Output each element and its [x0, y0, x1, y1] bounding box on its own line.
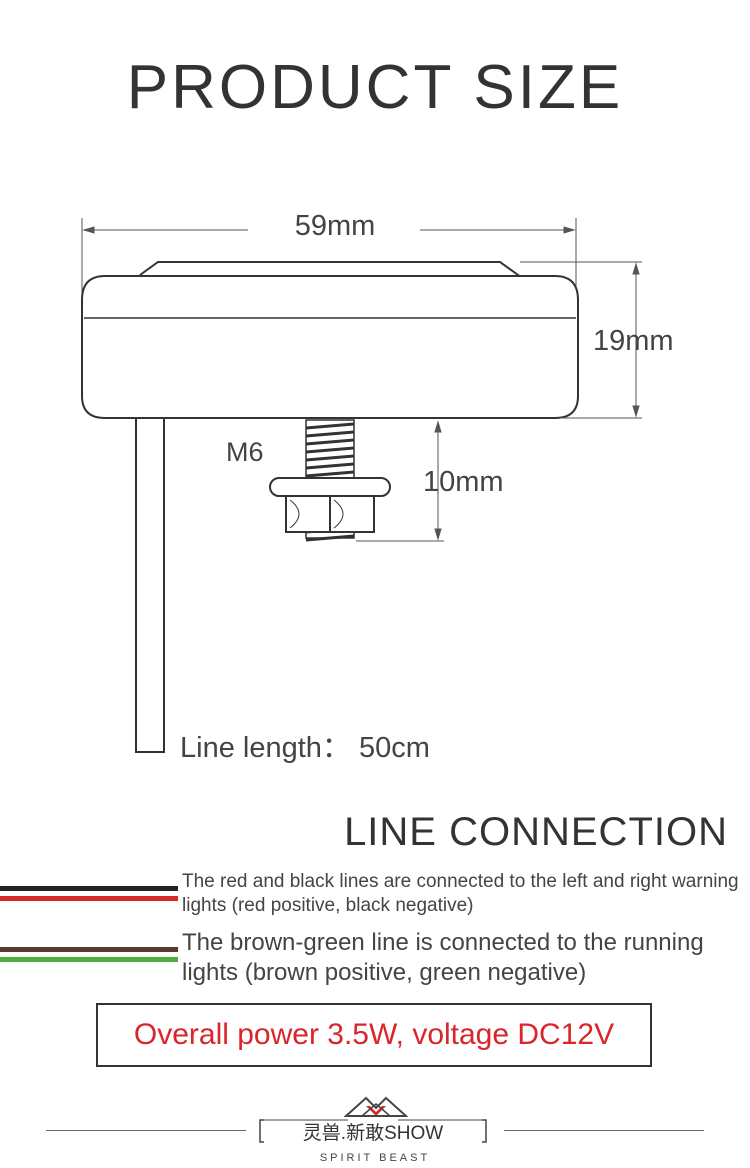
- page-title: PRODUCT SIZE: [126, 53, 624, 122]
- footer-brand: 灵兽.新敢SHOW: [302, 1122, 444, 1144]
- bolt-dimension: [356, 420, 444, 542]
- product-dimension-diagram: [81, 218, 642, 753]
- brand-logo-icon: [344, 1096, 408, 1117]
- height-dimension: [520, 261, 642, 419]
- green-wire: [0, 957, 178, 962]
- power-spec-box: Overall power 3.5W, voltage DC12V: [96, 1003, 652, 1067]
- cable: [135, 417, 165, 753]
- brown-wire: [0, 947, 178, 952]
- footer-left-line: [46, 1130, 246, 1131]
- footer-box-frame: [259, 1119, 487, 1143]
- nut: [269, 477, 391, 533]
- lamp-body: [81, 261, 579, 419]
- section-title: LINE CONNECTION: [344, 810, 728, 854]
- width-label: 59mm: [294, 210, 376, 242]
- footer-subtitle: SPIRIT BEAST: [319, 1152, 431, 1164]
- height-label: 19mm: [593, 325, 674, 357]
- brown-green-note: The brown-green line is connected to the…: [182, 929, 704, 986]
- thread-label: M6: [226, 437, 264, 467]
- black-wire: [0, 886, 178, 891]
- bolt-length-label: 10mm: [423, 466, 504, 498]
- red-black-note: The red and black lines are connected to…: [182, 871, 739, 916]
- width-dimension: [81, 218, 577, 300]
- cable-length-label: Line length： 50cm: [180, 732, 430, 764]
- red-wire: [0, 896, 178, 901]
- footer-right-line: [504, 1130, 704, 1131]
- power-spec-text: Overall power 3.5W, voltage DC12V: [133, 1018, 615, 1051]
